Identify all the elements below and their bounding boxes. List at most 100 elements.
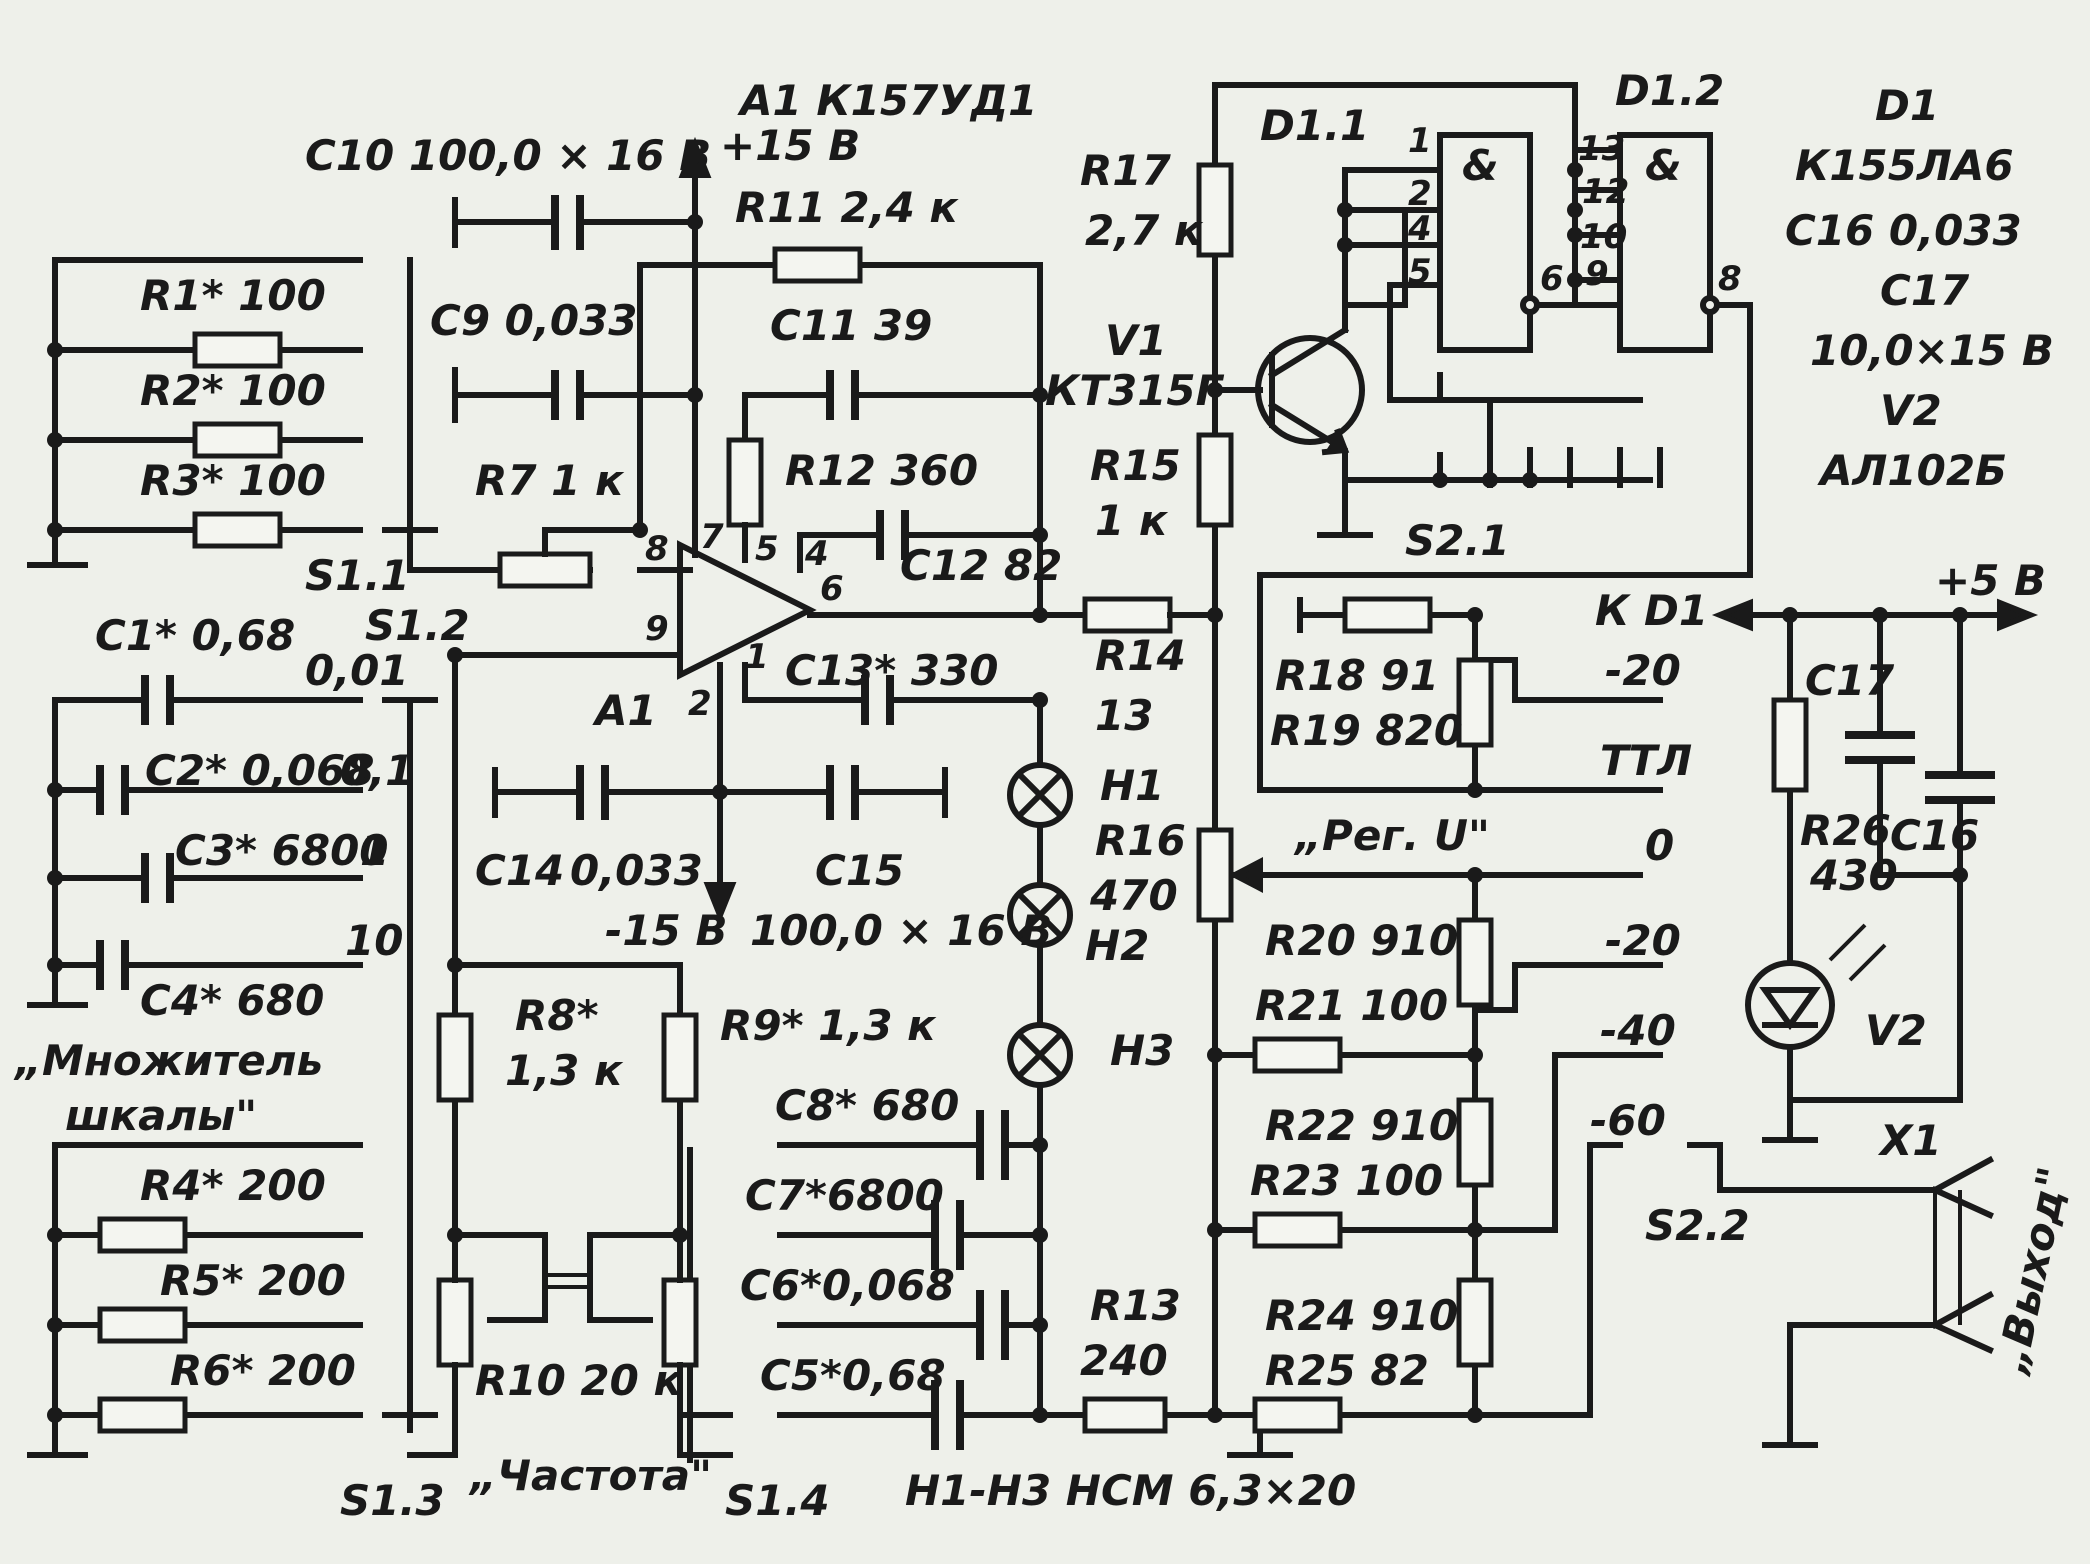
label-c14v: 0,033	[570, 846, 703, 895]
label-d1: D1	[1875, 81, 1939, 130]
resistor-r26	[1771, 697, 1809, 793]
label-c7: C7*6800	[745, 1171, 944, 1220]
resistor-r1	[192, 331, 283, 369]
label-r24: R24 910	[1265, 1291, 1458, 1340]
pin-10: 10	[1580, 217, 1627, 257]
label-kt315: КТ315Г	[1045, 366, 1225, 415]
gate-symbol-d11: &	[1462, 141, 1499, 190]
label-c15v: 100,0 × 16 В	[750, 906, 1052, 955]
label-r14: R14	[1095, 631, 1186, 680]
label-s21: S2.1	[1405, 516, 1510, 565]
resistor-r6	[97, 1396, 188, 1434]
label-lamps: H1-H3 НСМ 6,3×20	[905, 1466, 1356, 1515]
label-c16: C16 0,033	[1785, 206, 2022, 255]
label-c4: C4* 680	[140, 976, 324, 1025]
label-output: „Выход"	[1986, 1163, 2078, 1379]
label-01: 0,1	[340, 746, 414, 795]
resistor-r4	[97, 1216, 188, 1254]
op-pin-2: 2	[688, 684, 712, 724]
label-c10: C10 100,0 × 16 В	[305, 131, 711, 180]
label-r15v: 1 к	[1095, 496, 1169, 545]
label-zero: 0	[1645, 821, 1674, 870]
resistor-r20	[1456, 917, 1494, 1008]
resistor-r22	[1456, 1097, 1494, 1188]
label-r4: R4* 200	[140, 1161, 326, 1210]
label-c6: C6*0,068	[740, 1261, 955, 1310]
resistor-r17	[1196, 162, 1234, 258]
label-v2: V2	[1880, 386, 1942, 435]
resistor-r23	[1252, 1211, 1343, 1249]
output-stage	[1687, 598, 2039, 1448]
label-10: 10	[345, 916, 403, 965]
bridge-r8-r10	[407, 957, 733, 1458]
label-r22: R22 910	[1265, 1101, 1458, 1150]
label-plus15: +15 В	[720, 121, 860, 170]
transistor-stage	[1082, 82, 1643, 1423]
op-amp-a1	[407, 136, 1088, 1003]
label-h1: H1	[1100, 761, 1164, 810]
resistor-r2	[192, 421, 283, 459]
pin-2: 2	[1408, 174, 1432, 214]
led-v2	[1745, 923, 1887, 1050]
label-x1: X1	[1877, 1116, 1942, 1165]
lamp-h1	[1007, 762, 1073, 828]
label-c8: C8* 680	[775, 1081, 959, 1130]
label-c3: C3* 6800	[175, 826, 389, 875]
label-c16-right: C16	[1890, 811, 1979, 860]
label-r6: R6* 200	[170, 1346, 356, 1395]
label-r12: R12 360	[785, 446, 978, 495]
label-r26: R26	[1800, 806, 1891, 855]
resistor-r11	[772, 246, 863, 284]
op-pin-8: 8	[645, 529, 669, 569]
label-v1: V1	[1105, 316, 1167, 365]
label-ttl: ТТЛ	[1600, 736, 1692, 785]
resistor-r21	[1252, 1036, 1343, 1074]
label-r23: R23 100	[1250, 1156, 1443, 1205]
label-c11: C11 39	[770, 301, 932, 350]
label-s22: S2.2	[1645, 1201, 1750, 1250]
label-m60: -60	[1590, 1096, 1666, 1145]
op-pin-6: 6	[820, 569, 844, 609]
op-pin-1: 1	[745, 637, 769, 677]
label-r26v: 430	[1809, 851, 1898, 900]
label-reg-u: „Рег. U"	[1293, 811, 1490, 860]
label-001: 0,01	[305, 646, 409, 695]
resistor-r8	[436, 1012, 474, 1103]
label-kd1: К D1	[1595, 586, 1708, 635]
labels: A1 К157УД1 +15 В C10 100,0 × 16 В R11 2,…	[13, 66, 2078, 1525]
label-minus15: -15 В	[605, 906, 728, 955]
label-c9: C9 0,033	[430, 296, 638, 345]
label-s11: S1.1	[305, 551, 410, 600]
op-pin-4: 4	[804, 534, 829, 574]
c1-c4-bank	[27, 675, 363, 1008]
label-freq: „Частота"	[468, 1451, 712, 1500]
label-v2-right: V2	[1865, 1006, 1927, 1055]
resistor-r14	[1082, 596, 1173, 634]
label-a1-type: A1 К157УД1	[737, 76, 1037, 125]
label-c5: C5*0,68	[760, 1351, 946, 1400]
gate-symbol-d12: &	[1645, 141, 1682, 190]
pin-4: 4	[1407, 209, 1432, 249]
label-r13: R13	[1090, 1281, 1181, 1330]
label-r19: R19 820	[1270, 706, 1463, 755]
label-d1-type: К155ЛА6	[1795, 141, 2014, 190]
label-r9: R9* 1,3 к	[720, 1001, 937, 1050]
transistor-v1	[1255, 335, 1365, 445]
label-r3: R3* 100	[140, 456, 326, 505]
resistor-r18	[1342, 596, 1433, 634]
label-r21: R21 100	[1255, 981, 1448, 1030]
potentiometer-r10a	[436, 1277, 474, 1368]
op-pin-5: 5	[755, 529, 779, 569]
lamp-h3	[1007, 1022, 1073, 1088]
label-r18: R18 91	[1275, 651, 1439, 700]
label-c12: C12 82	[900, 541, 1062, 590]
label-r8v: 1,3 к	[505, 1046, 624, 1095]
label-c17v: 10,0×15 В	[1810, 326, 2054, 375]
potentiometer-r16	[1196, 827, 1234, 923]
label-s13: S1.3	[340, 1476, 445, 1525]
r1-r3-bank	[27, 257, 363, 568]
label-r11: R11 2,4 к	[735, 183, 959, 232]
resistor-r12	[726, 437, 764, 528]
pin-9: 9	[1585, 254, 1609, 294]
